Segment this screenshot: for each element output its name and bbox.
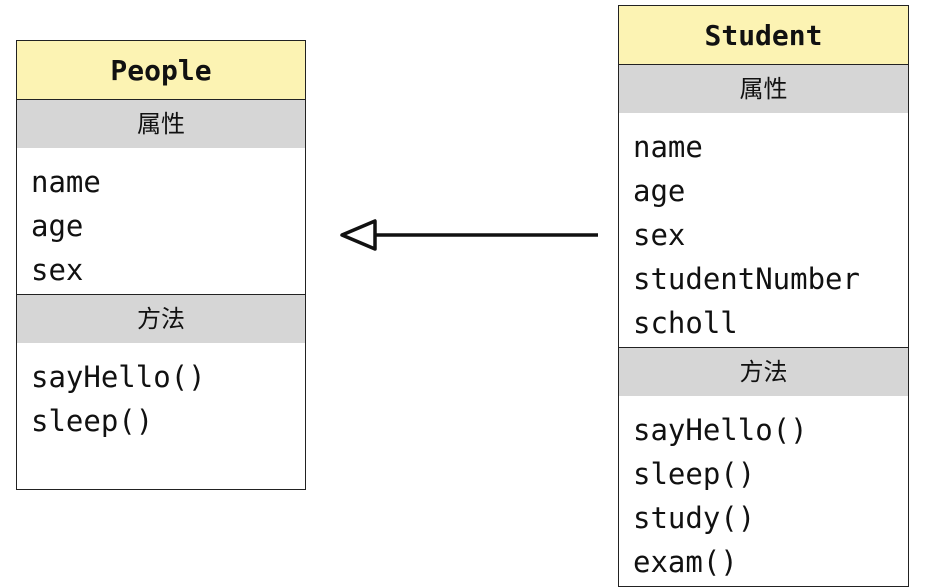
student-method: sleep() [633, 457, 756, 491]
inheritance-arrow [340, 219, 598, 251]
people-attribute: name [31, 165, 101, 199]
student-attribute-list: name age sex studentNumber scholl [619, 113, 908, 347]
people-class-title: People [17, 41, 305, 100]
people-method-list: sayHello() sleep() [17, 343, 305, 443]
student-method: sayHello() [633, 413, 808, 447]
hollow-triangle-arrowhead-icon [340, 219, 377, 251]
student-attribute: name [633, 130, 703, 164]
student-method-list: sayHello() sleep() study() exam() [619, 396, 908, 584]
student-attribute: studentNumber [633, 262, 860, 296]
people-attribute-list: name age sex [17, 148, 305, 294]
people-attribute: sex [31, 253, 84, 287]
student-method: study() [633, 501, 756, 535]
people-class-box: People 属性 name age sex 方法 sayHello() sle… [16, 40, 306, 490]
student-attribute: scholl [633, 306, 738, 340]
student-method: exam() [633, 545, 738, 579]
student-attribute: sex [633, 218, 686, 252]
people-methods-header: 方法 [17, 295, 305, 343]
student-class-box: Student 属性 name age sex studentNumber sc… [618, 5, 909, 587]
student-attributes-header: 属性 [619, 65, 908, 113]
people-method: sayHello() [31, 360, 206, 394]
people-attribute: age [31, 209, 84, 243]
people-method: sleep() [31, 404, 154, 438]
student-methods-header: 方法 [619, 348, 908, 396]
student-class-title: Student [619, 6, 908, 65]
people-section-divider [17, 294, 305, 295]
student-section-divider [619, 347, 908, 348]
people-attributes-header: 属性 [17, 100, 305, 148]
student-attribute: age [633, 174, 686, 208]
